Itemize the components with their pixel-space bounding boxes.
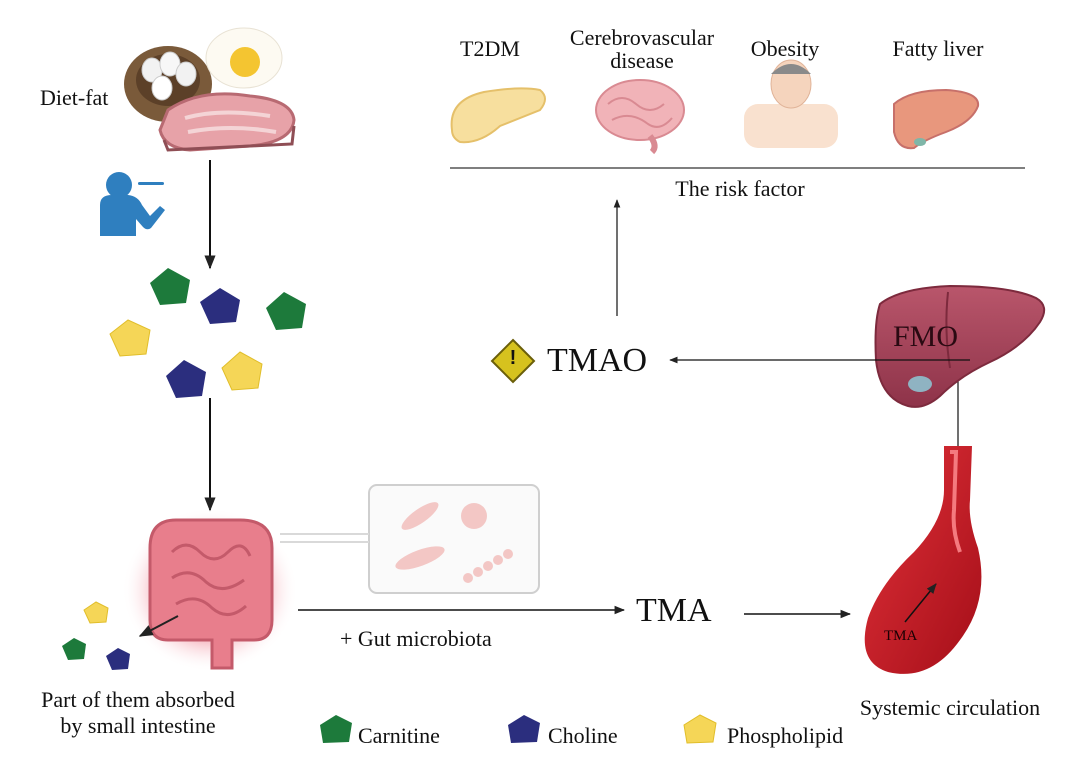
meat-icon (158, 92, 296, 152)
disease-label-cerebrovascular: Cerebrovascular disease (569, 25, 715, 74)
tma-label: TMA (636, 592, 712, 629)
gut-microbiota-label: + Gut microbiota (340, 626, 492, 651)
phospholipid-pentagon-icon (83, 601, 109, 624)
systemic-circulation-label: Systemic circulation (859, 695, 1041, 720)
blood-vessel-icon (864, 446, 982, 674)
food-illustration (124, 27, 296, 152)
disease-label-obesity: Obesity (750, 36, 820, 61)
person-eating-icon (100, 172, 165, 236)
legend-phospholipid-label: Phospholipid (727, 723, 844, 748)
risk-factor-caption: The risk factor (675, 176, 805, 201)
legend-choline-label: Choline (548, 723, 618, 748)
intestine-icon (122, 508, 298, 672)
gut-microbiota-illustration (280, 484, 540, 594)
disease-label-fatty-liver: Fatty liver (892, 36, 984, 61)
choline-pentagon-icon (200, 288, 240, 324)
pancreas-icon (450, 87, 546, 144)
liver-icon (874, 284, 1046, 408)
fatty-liver-icon (893, 88, 980, 150)
choline-pentagon-icon (106, 648, 130, 670)
nutrient-pentagons (109, 268, 306, 398)
choline-pentagon-icon (166, 360, 206, 398)
warning-symbol: ! (509, 347, 517, 369)
obesity-person-icon (744, 59, 838, 148)
fmo-label: FMO (893, 320, 959, 353)
warning-icon (490, 338, 536, 384)
legend-carnitine-label: Carnitine (358, 723, 440, 748)
absorbed-label: Part of them absorbed by small intestine (41, 687, 235, 739)
carnitine-pentagon-icon (266, 292, 306, 330)
diet-fat-label: Diet-fat (40, 85, 109, 110)
carnitine-pentagon-icon (150, 268, 190, 305)
tma-in-blood-label: TMA (884, 628, 918, 644)
legend-carnitine-pentagon-icon (320, 715, 352, 743)
brain-icon (595, 79, 685, 155)
phospholipid-pentagon-icon (221, 351, 263, 391)
carnitine-pentagon-icon (62, 638, 86, 660)
phospholipid-pentagon-icon (109, 319, 151, 357)
disease-label-t2dm: T2DM (460, 36, 520, 61)
legend-choline-pentagon-icon (508, 715, 540, 743)
tmao-label: TMAO (547, 342, 648, 379)
legend-phospholipid-pentagon-icon (683, 714, 717, 744)
